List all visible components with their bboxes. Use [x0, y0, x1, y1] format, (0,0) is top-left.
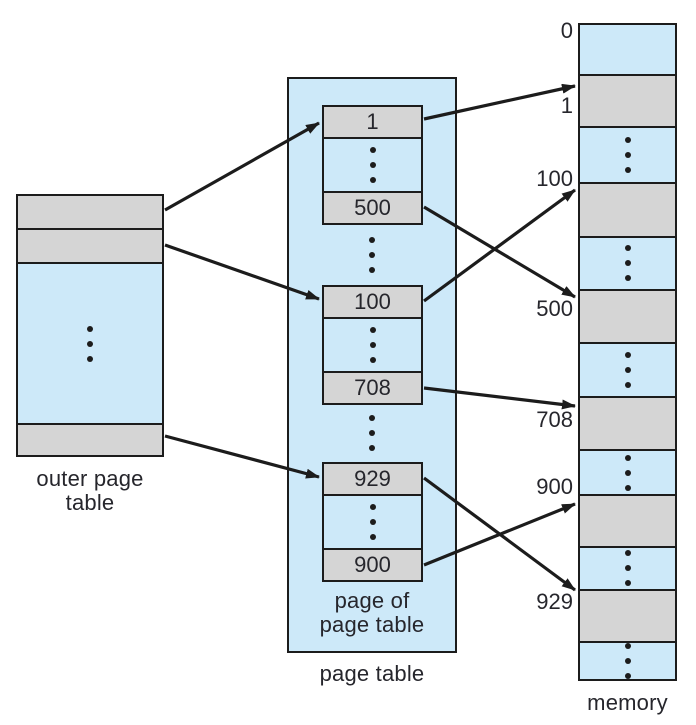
- memory-gap: [580, 235, 675, 289]
- outer-page-table-label: outer page table: [16, 467, 164, 515]
- memory-gap: [580, 449, 675, 494]
- ellipsis-dots: [624, 642, 631, 679]
- ellipsis-dots: [624, 137, 631, 174]
- page-of-page-table-block: 1 500: [322, 105, 423, 225]
- memory-frame: [580, 396, 675, 450]
- memory-address-100: 100: [536, 166, 573, 191]
- page-table-gap: [324, 317, 421, 373]
- memory-frame: [580, 74, 675, 127]
- memory-gap: [580, 546, 675, 589]
- ellipsis-dots: [369, 327, 376, 363]
- page-table-entry: 500: [324, 193, 421, 223]
- page-table-gap: [324, 494, 421, 550]
- memory-address-500: 500: [536, 296, 573, 321]
- memory-address-929: 929: [536, 589, 573, 614]
- memory-gap: [580, 640, 675, 679]
- page-table-entry: 929: [324, 464, 421, 494]
- memory-frame: [580, 493, 675, 547]
- page-table-label: page table: [319, 661, 425, 686]
- page-of-page-table-block: 100 708: [322, 285, 423, 405]
- ellipsis-dots: [624, 352, 631, 389]
- page-table-panel: 1 500 100 708 929: [287, 77, 457, 653]
- ellipsis-dots: [624, 245, 631, 282]
- outer-page-table-label-line1: outer page: [36, 466, 144, 491]
- outer-page-table-entry: [18, 423, 162, 455]
- memory-frame: [580, 181, 675, 236]
- memory-gap: [580, 342, 675, 397]
- ellipsis-dots: [87, 325, 93, 362]
- ellipsis-dots: [289, 237, 455, 273]
- memory-label: memory: [587, 690, 668, 715]
- memory-gap: [580, 126, 675, 182]
- page-of-page-table-block: 929 900: [322, 462, 423, 582]
- page-table-entry: 1: [324, 107, 421, 137]
- outer-page-table-entry: [18, 230, 162, 264]
- outer-page-table-label-line2: table: [65, 490, 115, 515]
- memory-frame: [580, 25, 675, 75]
- memory-address-0: 0: [560, 18, 573, 43]
- ellipsis-dots: [289, 415, 455, 451]
- ellipsis-dots: [624, 550, 631, 587]
- memory-address-708: 708: [536, 407, 573, 432]
- memory-address-1: 1: [560, 93, 573, 118]
- ellipsis-dots: [369, 147, 376, 183]
- outer-page-table-entry: [18, 196, 162, 230]
- page-table-gap: [324, 137, 421, 193]
- memory-address-900: 900: [536, 474, 573, 499]
- memory-frame: [580, 288, 675, 343]
- page-of-page-table-label-line1: page of: [334, 588, 410, 613]
- memory-frame: [580, 588, 675, 641]
- page-table-entry: 100: [324, 287, 421, 317]
- ellipsis-dots: [624, 454, 631, 491]
- page-of-page-table-label-line2: page table: [319, 612, 425, 637]
- memory-column: [578, 23, 677, 681]
- outer-page-table: [16, 194, 164, 457]
- page-of-page-table-label: page of page table: [289, 589, 455, 637]
- page-table-entry: 708: [324, 373, 421, 403]
- page-table-entry: 900: [324, 550, 421, 580]
- ellipsis-dots: [369, 504, 376, 540]
- outer-page-table-gap: [18, 264, 162, 423]
